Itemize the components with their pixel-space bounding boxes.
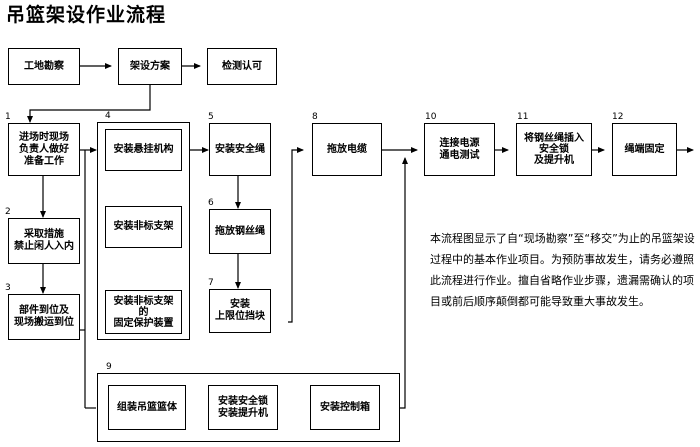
node-number-10: 10 [425, 112, 437, 122]
node-step-11[interactable]: 将钢丝绳插入 安全锁 及提升机 [516, 123, 592, 176]
node-step-2[interactable]: 采取措施 禁止闲人入内 [8, 218, 80, 264]
node-step-12[interactable]: 绳端固定 [612, 123, 677, 176]
node-step-10[interactable]: 连接电源 通电测试 [424, 123, 495, 176]
node-step-9a[interactable]: 组装吊篮篮体 [108, 385, 186, 430]
page-title: 吊篮架设作业流程 [6, 4, 167, 26]
node-number-3: 3 [5, 283, 11, 293]
node-number-7: 7 [208, 278, 214, 288]
node-step-9c[interactable]: 安装控制箱 [310, 385, 380, 430]
node-group-9 [97, 373, 400, 442]
node-step-4c[interactable]: 安装非标支架 的 固定保护装置 [105, 290, 182, 334]
legend-note: 本流程图显示了自“现场勘察”至“移交”为止的吊篮架设过程中的基本作业项目。为预防… [430, 232, 695, 308]
node-number-1: 1 [5, 112, 11, 122]
node-plan[interactable]: 架设方案 [118, 48, 182, 85]
node-number-4: 4 [105, 111, 111, 121]
node-inspect[interactable]: 检测认可 [207, 48, 277, 85]
node-step-6[interactable]: 拖放钢丝绳 [209, 209, 271, 254]
node-number-2: 2 [5, 207, 11, 217]
node-number-12: 12 [612, 112, 624, 122]
node-step-4b[interactable]: 安装非标支架 [105, 206, 182, 248]
node-step-9b[interactable]: 安装安全锁 安装提升机 [208, 385, 278, 430]
node-step-7[interactable]: 安装 上限位挡块 [209, 289, 271, 333]
node-step-4a[interactable]: 安装悬挂机构 [105, 129, 182, 171]
node-group-4 [97, 122, 190, 340]
node-number-6: 6 [208, 198, 214, 208]
node-step-3[interactable]: 部件到位及 现场搬运到位 [8, 294, 80, 340]
node-survey[interactable]: 工地勘察 [8, 48, 80, 85]
node-number-11: 11 [517, 112, 529, 122]
node-step-8[interactable]: 拖放电缆 [312, 123, 382, 176]
node-step-5[interactable]: 安装安全绳 [209, 123, 271, 176]
node-step-1[interactable]: 进场时现场 负责人做好 准备工作 [8, 123, 80, 176]
node-number-8: 8 [312, 112, 318, 122]
node-number-9: 9 [106, 362, 112, 372]
node-number-5: 5 [208, 112, 214, 122]
